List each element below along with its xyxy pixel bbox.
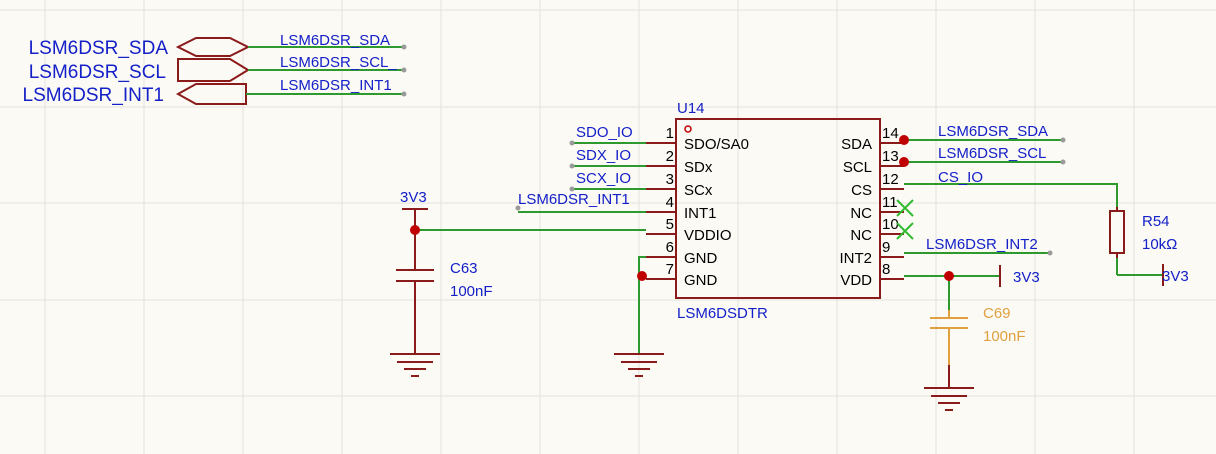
net-label-cs-io: CS_IO [938, 169, 983, 186]
ic-part-number: LSM6DSDTR [677, 305, 768, 322]
power-port-3v3-vdd[interactable]: 3V3 [999, 265, 1040, 287]
pin-name: INT2 [839, 250, 872, 267]
ic-left-pin-stubs [646, 142, 676, 280]
net-label-int1: LSM6DSR_INT1 [280, 77, 392, 94]
pin-name: CS [851, 182, 872, 199]
port-label: LSM6DSR_SDA [29, 38, 169, 59]
pin-number: 8 [882, 261, 890, 278]
c63-value: 100nF [450, 283, 493, 300]
pin-number: 11 [882, 194, 898, 211]
net-label-sdx-io: SDX_IO [576, 147, 631, 164]
pin-name: GND [684, 250, 718, 267]
ground-ic-icon [614, 353, 664, 377]
ic-right-pin-stubs [880, 142, 904, 280]
port-label: LSM6DSR_INT1 [23, 85, 165, 106]
pin-name: INT1 [684, 205, 717, 222]
junctions-right [899, 135, 954, 281]
pin-number: 13 [882, 148, 899, 165]
pin-number: 2 [666, 148, 674, 165]
no-connect-pin11-icon [896, 199, 914, 217]
pin-number: 9 [882, 239, 890, 256]
net-label-int1-pin: LSM6DSR_INT1 [518, 191, 630, 208]
junctions-left [410, 225, 647, 281]
port-label: LSM6DSR_SCL [29, 62, 166, 83]
c69-ref: C69 [983, 305, 1011, 322]
ic-right-pin-numbers: 14 13 12 11 10 9 8 [882, 125, 899, 278]
port-wires [246, 46, 404, 95]
right-wires [904, 139, 1163, 310]
ground-c69-icon [924, 387, 974, 411]
power-port-3v3-left[interactable]: 3V3 [400, 189, 428, 230]
port-lsm6dsr-int1[interactable]: LSM6DSR_INT1 [23, 83, 247, 106]
pin-number: 6 [666, 239, 674, 256]
ic-right-pin-names: SDA SCL CS NC NC INT2 VDD [839, 136, 872, 289]
pin-name: VDD [840, 272, 872, 289]
net-label-int2: LSM6DSR_INT2 [926, 236, 1038, 253]
ic-designator: U14 [677, 100, 705, 117]
pin-number: 3 [666, 171, 674, 188]
power-label: 3V3 [1162, 268, 1189, 285]
pin-number: 5 [666, 216, 674, 233]
power-label: 3V3 [1013, 269, 1040, 286]
ic-u14[interactable]: U14 LSM6DSDTR [675, 100, 881, 322]
left-wire-ends [515, 140, 575, 211]
no-connect-pin10-icon [896, 222, 914, 240]
resistor-r54[interactable]: R54 10kΩ [1109, 207, 1177, 258]
pin-number: 14 [882, 125, 899, 142]
c63-ref: C63 [450, 260, 478, 277]
pin-number: 10 [882, 216, 899, 233]
net-label-scx-io: SCX_IO [576, 170, 631, 187]
pin-name: SDO/SA0 [684, 136, 749, 153]
net-label-scl-pin: LSM6DSR_SCL [938, 145, 1046, 162]
pin-number: 7 [666, 261, 674, 278]
r54-value: 10kΩ [1142, 236, 1177, 253]
power-port-3v3-r54[interactable]: 3V3 [1162, 264, 1189, 286]
capacitor-c63[interactable]: C63 100nF [396, 260, 493, 330]
pin-number: 12 [882, 171, 899, 188]
ground-c63-icon [390, 353, 440, 377]
port-lsm6dsr-sda[interactable]: LSM6DSR_SDA [29, 37, 251, 59]
ic-left-pin-names: SDO/SA0 SDx SCx INT1 VDDIO GND GND [684, 136, 749, 289]
capacitor-c69[interactable]: C69 100nF [930, 305, 1026, 388]
power-label: 3V3 [400, 189, 427, 206]
pin-name: SDA [841, 136, 872, 153]
net-label-sda-pin: LSM6DSR_SDA [938, 123, 1048, 140]
pin-name: SDx [684, 159, 713, 176]
net-label-sdo-io: SDO_IO [576, 124, 633, 141]
ic-left-pin-numbers: 1 2 3 4 5 6 7 [666, 125, 674, 278]
c69-value: 100nF [983, 328, 1026, 345]
pin-name: SCx [684, 182, 713, 199]
pin-name: VDDIO [684, 227, 732, 244]
port-wire-ends [401, 44, 407, 97]
r54-ref: R54 [1142, 213, 1170, 230]
net-label-scl: LSM6DSR_SCL_ [280, 54, 397, 71]
pin-number: 4 [666, 194, 674, 211]
pin-number: 1 [666, 125, 674, 142]
pin-name: NC [850, 227, 872, 244]
pin-name: GND [684, 272, 718, 289]
pin-name: NC [850, 205, 872, 222]
right-wire-ends [1047, 137, 1066, 256]
net-label-sda: LSM6DSR_SDA [280, 32, 390, 49]
pin-name: SCL [843, 159, 872, 176]
port-lsm6dsr-scl[interactable]: LSM6DSR_SCL [29, 58, 250, 83]
